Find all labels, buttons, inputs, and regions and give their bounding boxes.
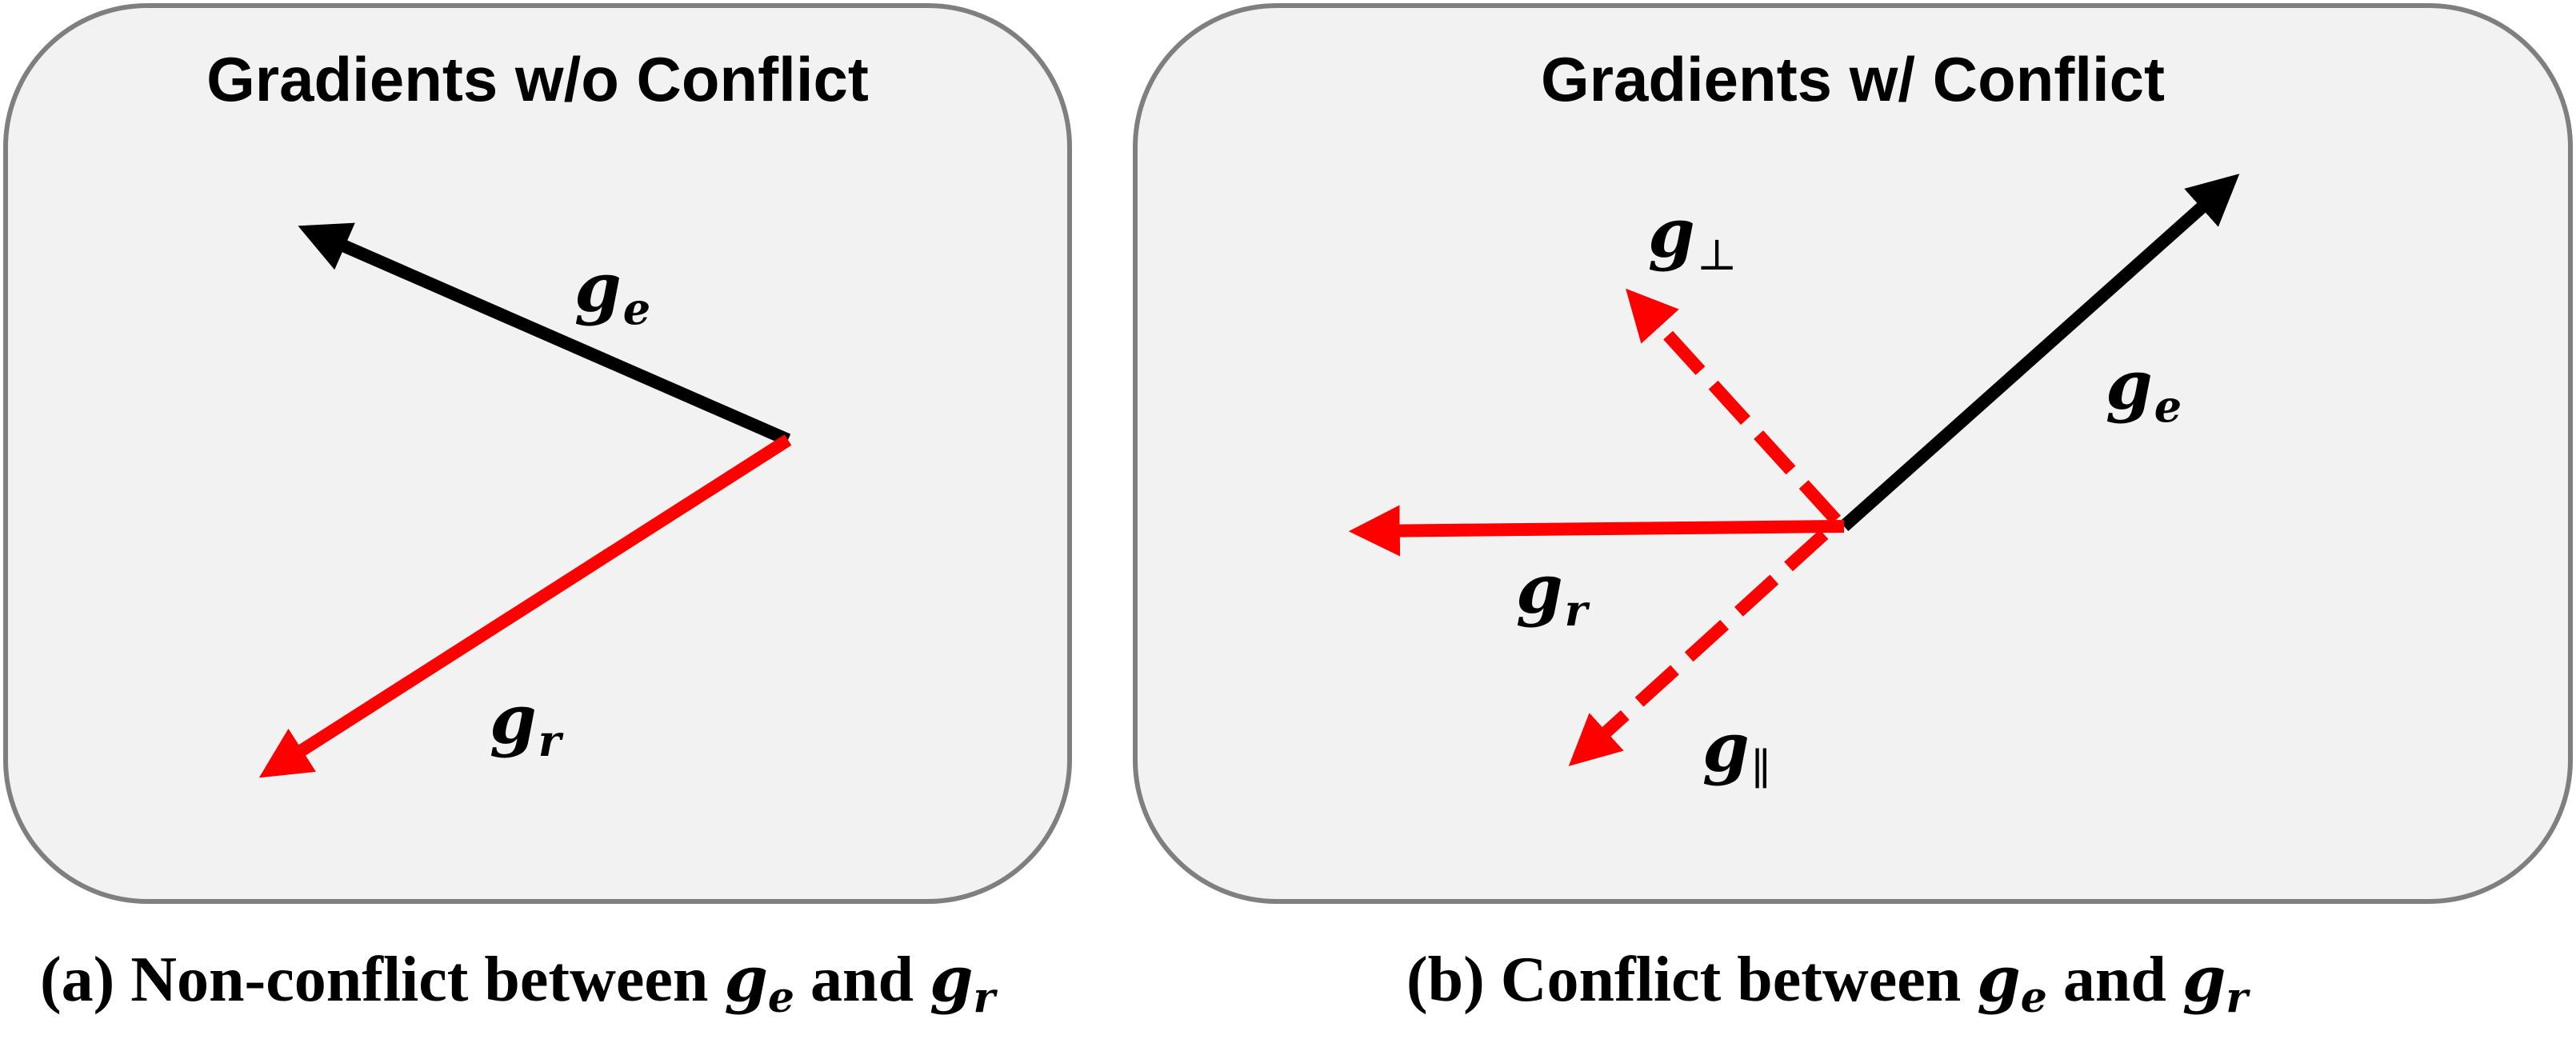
- arrow-gr-b: [1348, 505, 1845, 557]
- panel-title-non-conflict: Gradients w/o Conflict: [206, 44, 869, 114]
- panel-conflict: Gradients w/ Conflict: [1133, 3, 2573, 904]
- arrow-g-perp: [1626, 288, 1841, 525]
- arrow-g-parallel: [1568, 530, 1829, 766]
- arrow-ge-a: [298, 222, 791, 446]
- label-ge-a: ge: [574, 248, 651, 334]
- label-ge-b: ge: [2106, 346, 2182, 432]
- panel-non-conflict: Gradients w/o Conflict: [3, 3, 1072, 904]
- arrow-ge-b: [1839, 174, 2240, 531]
- label-gr-b: gr: [1516, 549, 1588, 636]
- label-g-parallel: g∥: [1702, 708, 1771, 794]
- caption-a: (a) Non-conflict between ge and gr: [40, 943, 995, 1022]
- caption-b: (b) Conflict between ge and gr: [1406, 943, 2248, 1022]
- label-g-perp: g⊥: [1648, 194, 1738, 280]
- arrow-gr-a: [258, 434, 792, 778]
- label-gr-a: gr: [490, 680, 562, 766]
- panel-title-conflict: Gradients w/ Conflict: [1540, 44, 2166, 114]
